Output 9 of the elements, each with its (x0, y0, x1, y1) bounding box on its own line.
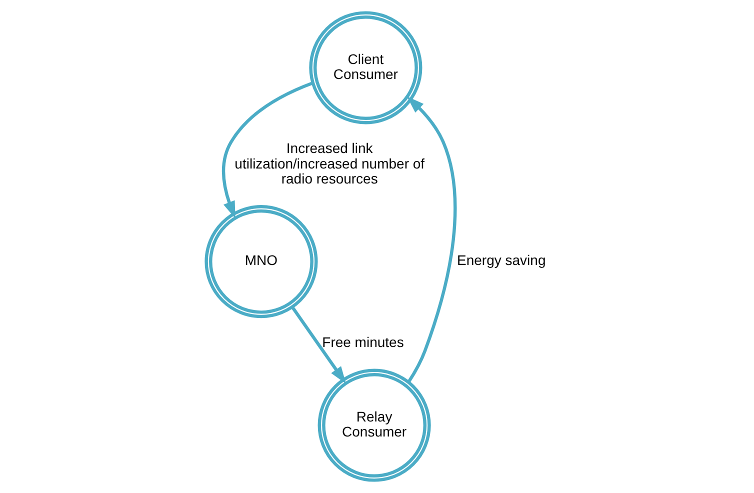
edge-label: Energy saving (457, 252, 546, 268)
arrow (406, 96, 457, 383)
edge-label: Increased link utilization/increased number of radio resources (234, 140, 425, 186)
arrow (222, 81, 314, 219)
node-circle: Relay Consumer (318, 368, 431, 482)
edge-label: Free minutes (322, 334, 404, 350)
arrow (291, 306, 346, 384)
node-circle: MNO (204, 205, 318, 318)
node-circle: Client Consumer (309, 11, 422, 124)
